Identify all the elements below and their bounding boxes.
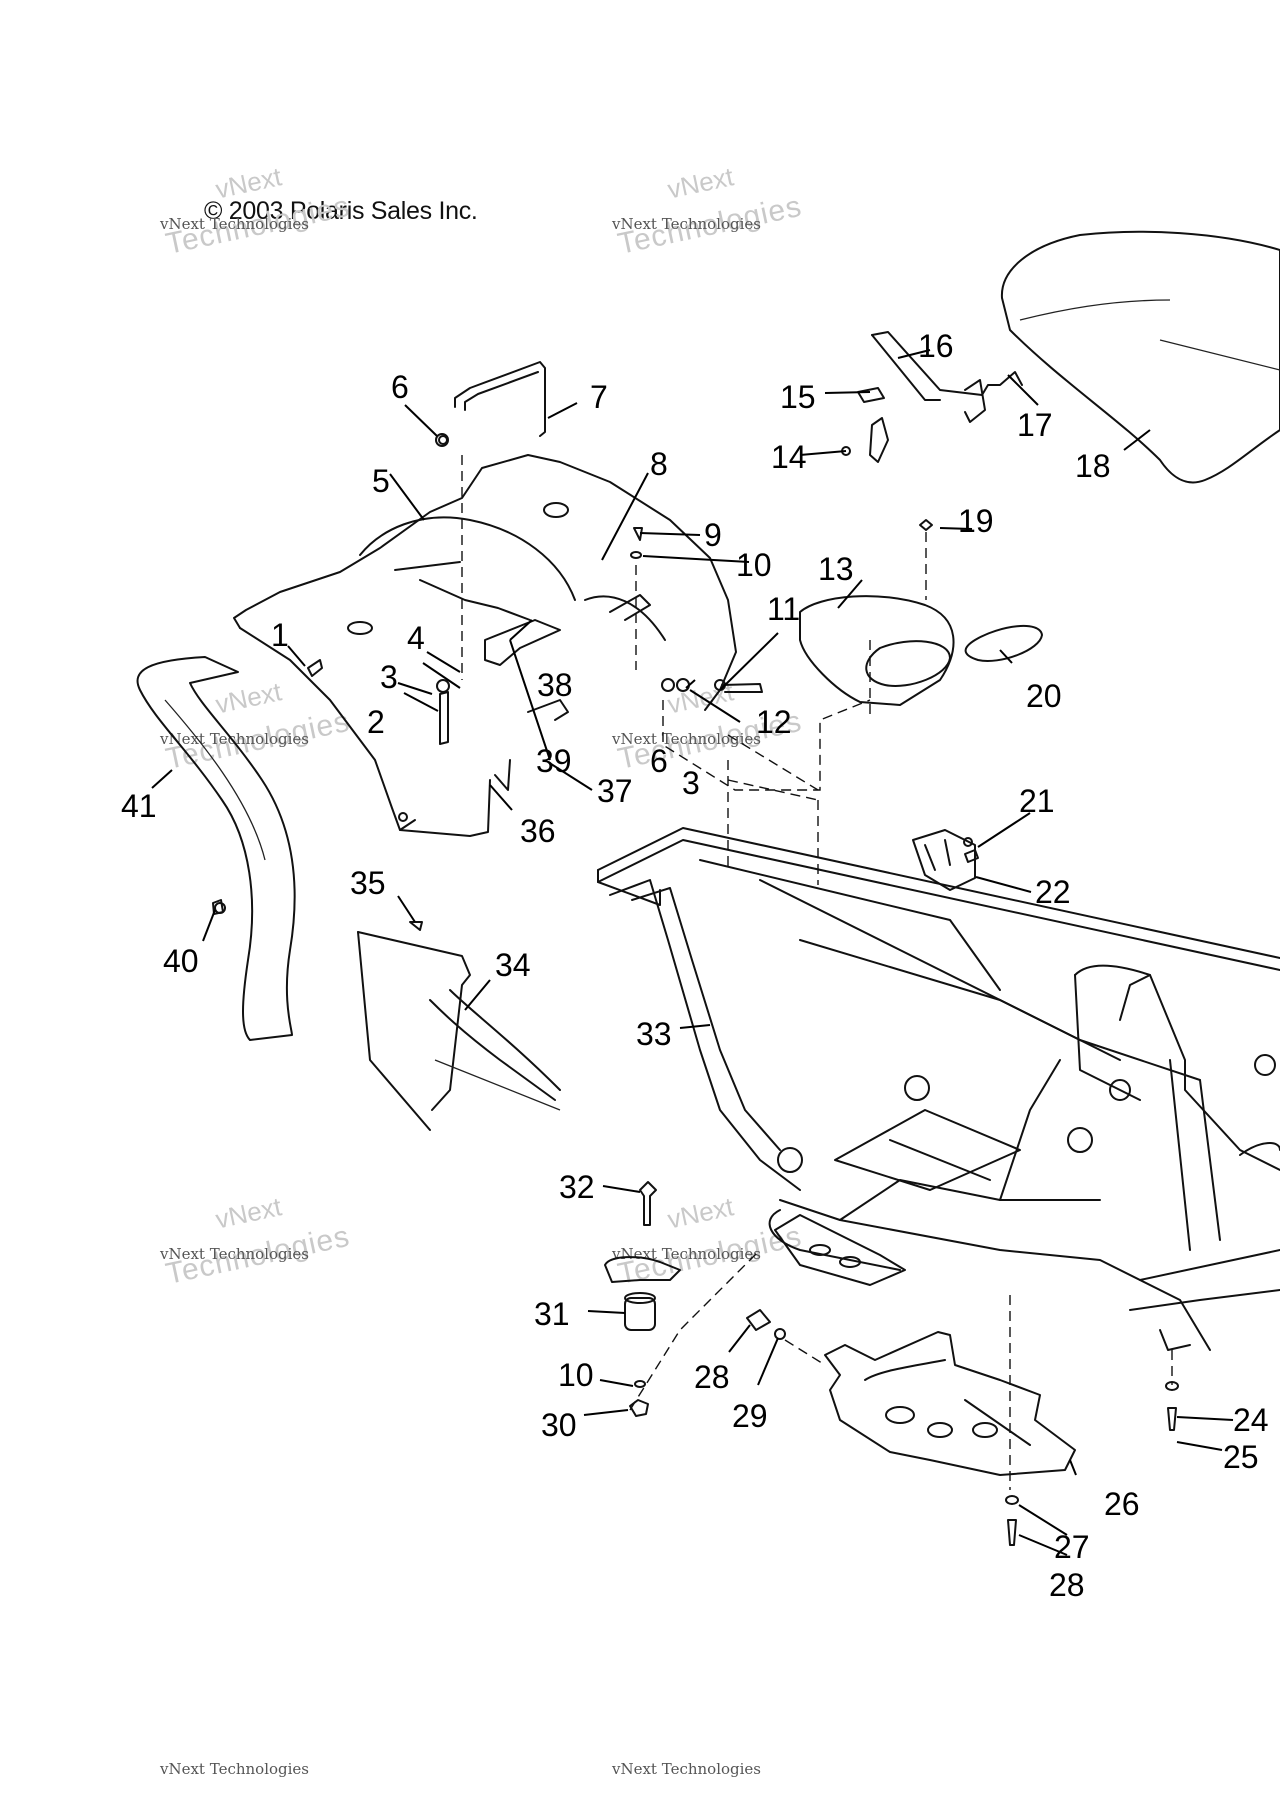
callout-15: 15 [780,379,816,415]
callout-17: 17 [1017,407,1053,443]
callout-26: 26 [1104,1486,1140,1522]
callout-10: 10 [736,547,772,583]
callout-25: 25 [1223,1439,1259,1475]
callout-21: 21 [1019,783,1055,819]
taillight-part [799,595,1043,706]
fender-brackets-part [484,594,651,721]
callout-4: 4 [407,620,425,656]
callout-8: 8 [650,446,668,482]
hardware-part [212,435,1179,1546]
callout-18: 18 [1075,448,1111,484]
callout-19: 19 [958,503,994,539]
callout-16: 16 [918,328,954,364]
callout-41: 41 [121,788,157,824]
callout-3b: 3 [682,765,700,801]
callout-labels: 1 2 3 3 4 5 6 6 7 8 9 10 10 11 12 13 14 … [121,328,1269,1603]
mudflap-part [357,931,561,1131]
callout-2: 2 [367,704,385,740]
latch-bracket-part [912,829,976,891]
callout-27: 27 [1054,1529,1090,1565]
callout-5: 5 [372,463,390,499]
callout-6b: 6 [650,743,668,779]
callout-38: 38 [537,667,573,703]
callout-36: 36 [520,813,556,849]
callout-9: 9 [704,517,722,553]
frame-part [597,827,1280,1351]
callout-31: 31 [534,1296,570,1332]
callout-28: 28 [694,1359,730,1395]
callout-24: 24 [1233,1402,1269,1438]
callout-29: 29 [732,1398,768,1434]
callout-11: 11 [767,591,800,627]
callout-37: 37 [597,773,633,809]
callout-22: 22 [1035,874,1071,910]
callout-35: 35 [350,865,386,901]
callout-3: 3 [380,659,398,695]
callout-40: 40 [163,943,199,979]
callout-28b: 28 [1049,1567,1085,1603]
callout-7: 7 [590,379,608,415]
callout-1: 1 [271,617,289,653]
assembly-lines [461,455,1173,1490]
callout-6: 6 [391,369,409,405]
callout-14: 14 [771,439,807,475]
rack-bracket-part [435,361,546,447]
footwell-plate-part [774,1214,906,1286]
seat-latch-part [841,331,1023,463]
callout-12: 12 [756,704,792,740]
mount-pad-part [604,1181,681,1417]
callout-32: 32 [559,1169,595,1205]
callout-33: 33 [636,1016,672,1052]
callout-30: 30 [541,1407,577,1443]
rear-bumper-part [136,656,296,1041]
skid-plate-part [824,1331,1076,1476]
callout-34: 34 [495,947,531,983]
callout-leaders [151,349,1234,1556]
callout-20: 20 [1026,678,1062,714]
seat-part [1000,230,1280,484]
copyright-notice: © 2003 Polaris Sales Inc. [204,197,478,225]
rear-fender-part [233,454,737,837]
callout-13: 13 [818,551,854,587]
callout-10b: 10 [558,1357,594,1393]
callout-39: 39 [536,743,572,779]
